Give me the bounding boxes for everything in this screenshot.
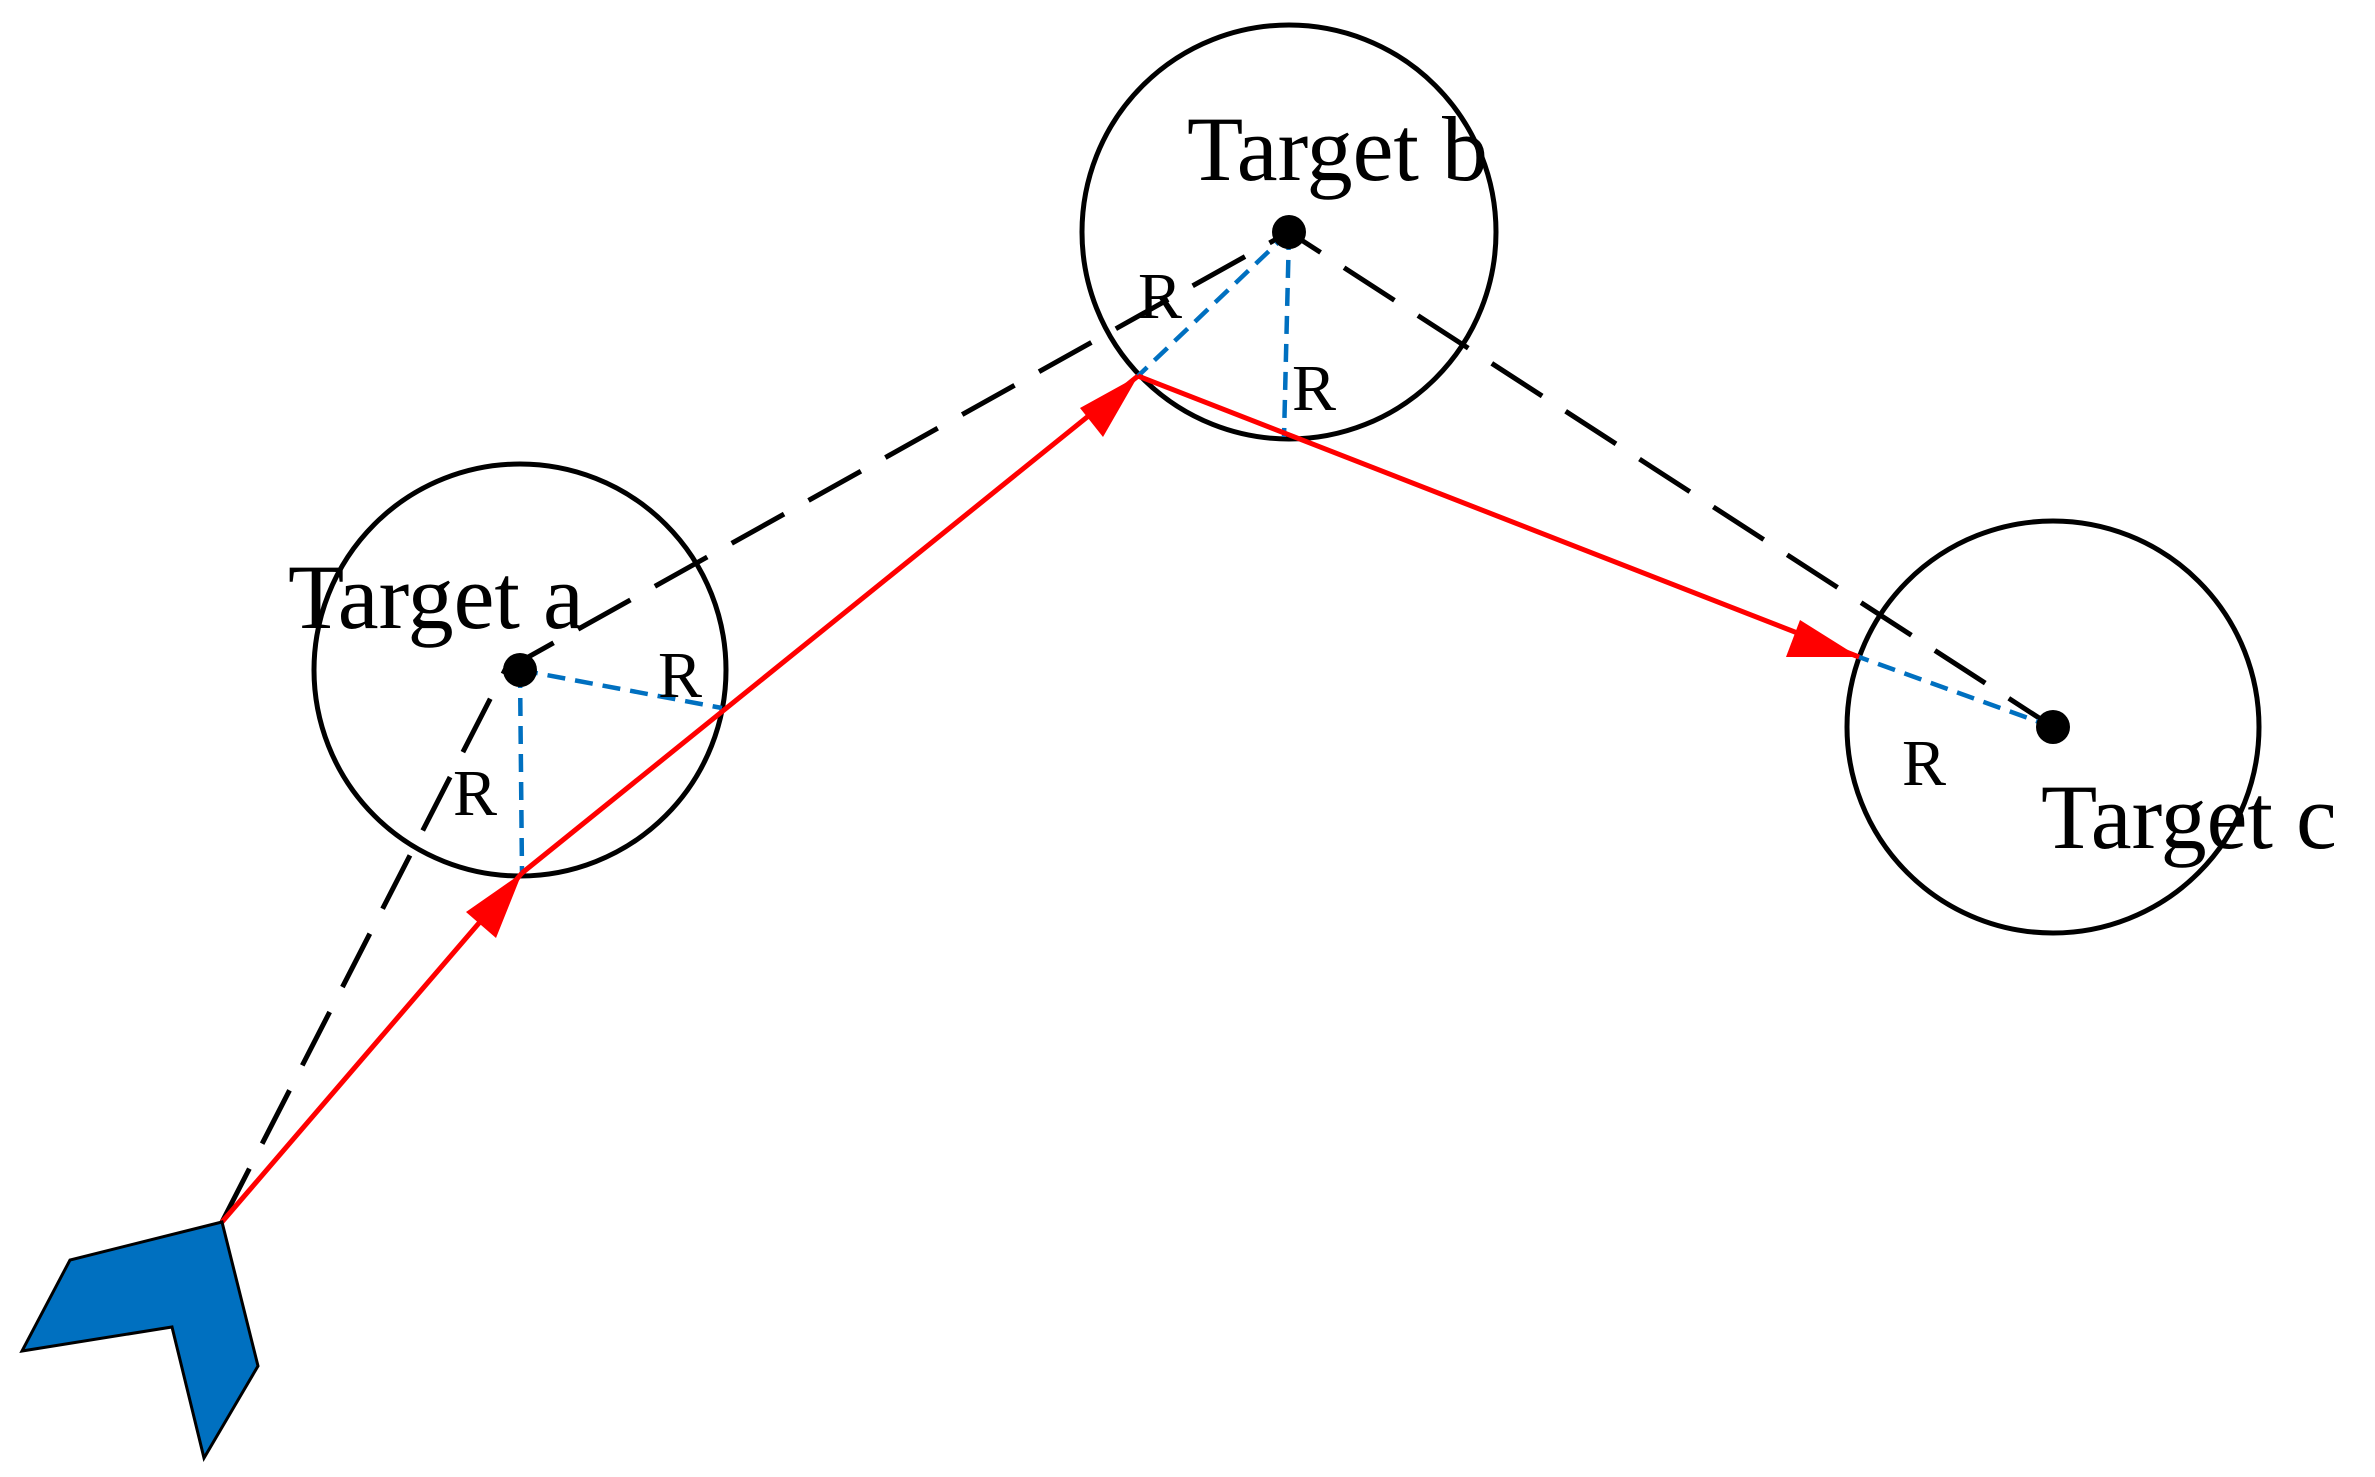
radius-label-a-right: R	[658, 639, 702, 712]
radius-label-b-down: R	[1292, 352, 1336, 425]
radius-label-a-down: R	[453, 757, 497, 830]
actual-path-segment-3	[1137, 373, 1860, 660]
arrowheads	[466, 376, 1859, 938]
actual-path	[220, 373, 1860, 1224]
target-c-label: Target c	[2041, 766, 2337, 868]
radius-line-a-down	[517, 669, 525, 874]
radius-line-b-left	[1136, 230, 1291, 378]
planned-path-dashed	[219, 229, 2055, 1224]
arrowhead-1	[466, 873, 522, 938]
actual-path-segment-2	[520, 374, 1140, 875]
arrowhead-2	[1080, 376, 1138, 437]
radius-label-c: R	[1902, 727, 1946, 800]
vehicle-chevron-icon	[19, 1220, 260, 1462]
radius-line-c-left	[1858, 654, 2054, 730]
radius-lines	[517, 230, 2054, 874]
radius-label-b-left: R	[1138, 260, 1182, 333]
radius-line-a-right	[519, 667, 723, 711]
actual-path-segment-1	[220, 871, 524, 1224]
target-a-label: Target a	[288, 546, 584, 648]
target-c-point	[2036, 710, 2070, 744]
arrowhead-3	[1786, 620, 1859, 657]
target-b-label: Target b	[1187, 98, 1488, 200]
target-b-circle	[1079, 22, 1499, 442]
radius-line-b-down	[1281, 231, 1292, 438]
target-c-circle	[1844, 518, 2262, 936]
target-b-point	[1272, 215, 1306, 249]
target-a-point	[503, 653, 537, 687]
